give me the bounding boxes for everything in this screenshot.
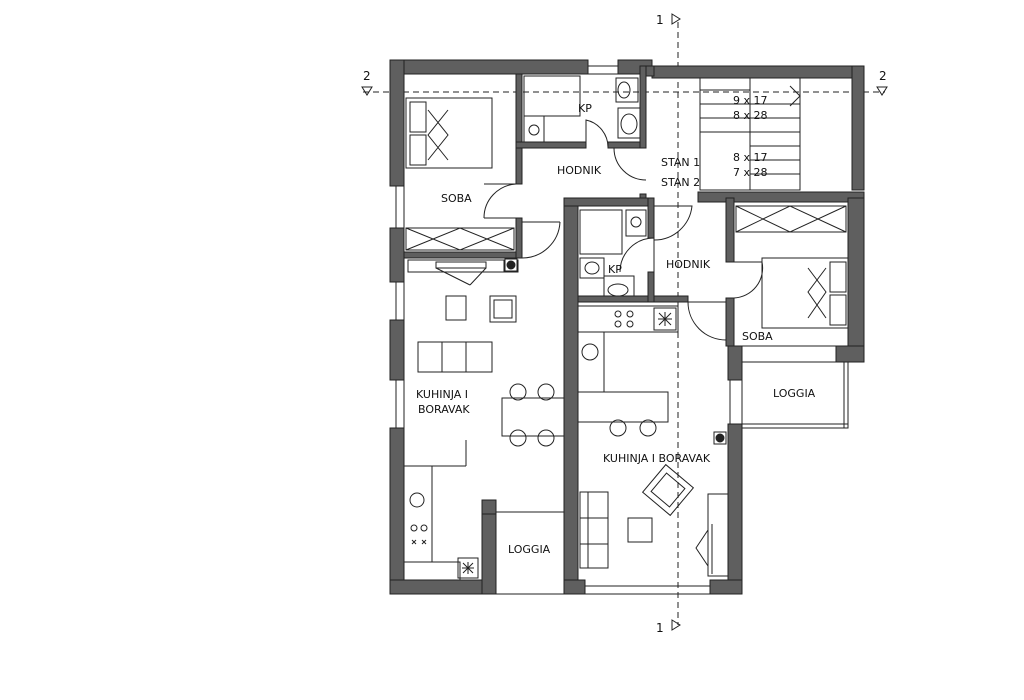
kitchen-counter-apt1 (403, 465, 433, 563)
boiler-icons (504, 258, 727, 445)
kitchen-counter-apt2 (577, 305, 679, 333)
wall-a2-hodnik-east (725, 197, 735, 263)
thin-outlines (395, 65, 863, 595)
section-label-1-top: 1 (656, 13, 664, 27)
armchair-1 (445, 295, 467, 321)
section-arrow-2-left (361, 86, 373, 96)
wall-bath-bottom (515, 141, 587, 149)
wall-west-top (389, 59, 405, 187)
section-lines (363, 22, 885, 625)
wall-bath-bottom2 (607, 141, 643, 149)
shower-apt1 (523, 75, 581, 117)
toilet-apt2 (579, 257, 605, 279)
wall-stair-east (851, 65, 865, 191)
wall-a2-east-post (727, 345, 743, 381)
wardrobe-apt2 (735, 205, 847, 233)
wall-a2-east-low (727, 423, 743, 595)
room-label-kp-1: KP (578, 102, 592, 115)
armchair-2 (489, 295, 517, 323)
doors (483, 119, 764, 341)
section-arrow-2-right (876, 86, 888, 96)
tv-unit-apt2 (707, 493, 729, 577)
wall-a2-bath-south (577, 295, 689, 303)
sofa-apt1 (417, 341, 493, 373)
label-stan-2: STAN 2 (661, 176, 700, 189)
sofa-apt2 (579, 491, 609, 569)
wall-a2-south-right (709, 579, 743, 595)
room-label-loggia-1: LOGGIA (508, 543, 551, 556)
room-label-soba-2: SOBA (742, 330, 773, 343)
wall-a2-bed-south (835, 345, 865, 363)
wall-bedroom-living (403, 251, 519, 259)
wall-south-a1 (389, 579, 497, 595)
wall-west-bottom (389, 427, 405, 595)
label-stan-1: STAN 1 (661, 156, 700, 169)
door-living1 (521, 221, 561, 259)
bed-apt1 (405, 97, 493, 169)
wall-a2-north (563, 197, 655, 207)
furniture (403, 75, 849, 580)
armchair-apt2 (641, 463, 695, 517)
wall-bath-right (639, 65, 647, 149)
section-label-1-bottom: 1 (656, 621, 664, 635)
stair-spec-upper-1: 9 x 17 (733, 94, 768, 107)
door-hall1-entry (613, 147, 647, 181)
room-label-living-1a: KUHINJA I (416, 388, 468, 401)
wall-loggia1-top (481, 499, 497, 515)
room-label-hodnik-2: HODNIK (666, 258, 711, 271)
wall-a2-south-left (563, 579, 586, 595)
wall-a2-hodnik-east2 (725, 297, 735, 347)
stair-spec-upper-2: 8 x 28 (733, 109, 768, 122)
room-label-soba-1: SOBA (441, 192, 472, 205)
wall-west-mid (389, 227, 405, 283)
staircase (699, 77, 801, 191)
sink-apt2 (603, 275, 635, 297)
door-bath1 (585, 119, 609, 149)
stair-spec-lower-2: 7 x 28 (733, 166, 768, 179)
toilet-apt1 (615, 77, 639, 103)
room-label-living-1b: BORAVAK (418, 403, 470, 416)
section-arrow-1-bottom (671, 619, 681, 631)
wall-a2-bath-east (647, 197, 655, 239)
room-label-kp-2: KP (608, 263, 622, 276)
stair-spec-lower-1: 8 x 17 (733, 151, 768, 164)
dining-table-apt2 (577, 391, 669, 423)
wall-stair-north (651, 65, 865, 79)
dining-table-apt1 (501, 397, 565, 437)
door-a2-bedroom (733, 261, 764, 299)
wall-stair-left (645, 65, 655, 77)
room-label-hodnik-1: HODNIK (557, 164, 602, 177)
wall-north-a1 (389, 59, 589, 75)
bed-apt2 (761, 257, 849, 329)
door-a2-entry (653, 205, 693, 241)
room-label-loggia-2: LOGGIA (773, 387, 816, 400)
coffee-table-apt2 (627, 517, 653, 543)
wall-bedroom-bath (515, 73, 523, 185)
section-label-2-left: 2 (363, 69, 371, 83)
door-a2-living (687, 301, 727, 341)
section-markers (361, 13, 888, 631)
wall-stair-south (697, 191, 865, 203)
wall-a2-bed-east (847, 197, 865, 363)
wall-bedroom-living2 (515, 217, 523, 259)
sink-apt1 (617, 107, 641, 139)
tv-unit-apt1 (407, 259, 519, 273)
walls (389, 59, 865, 595)
wardrobe-apt1 (405, 227, 515, 251)
section-label-2-right: 2 (879, 69, 887, 83)
wall-west-mid2 (389, 319, 405, 381)
section-arrow-1-top (671, 13, 681, 25)
wall-a2-west (563, 197, 579, 595)
shower-apt2 (579, 209, 623, 255)
door-bedroom1 (483, 183, 517, 219)
door-a2-bath (619, 237, 655, 273)
wall-a2-bath-east2 (647, 271, 655, 303)
room-label-living-2: KUHINJA I BORAVAK (603, 452, 711, 465)
